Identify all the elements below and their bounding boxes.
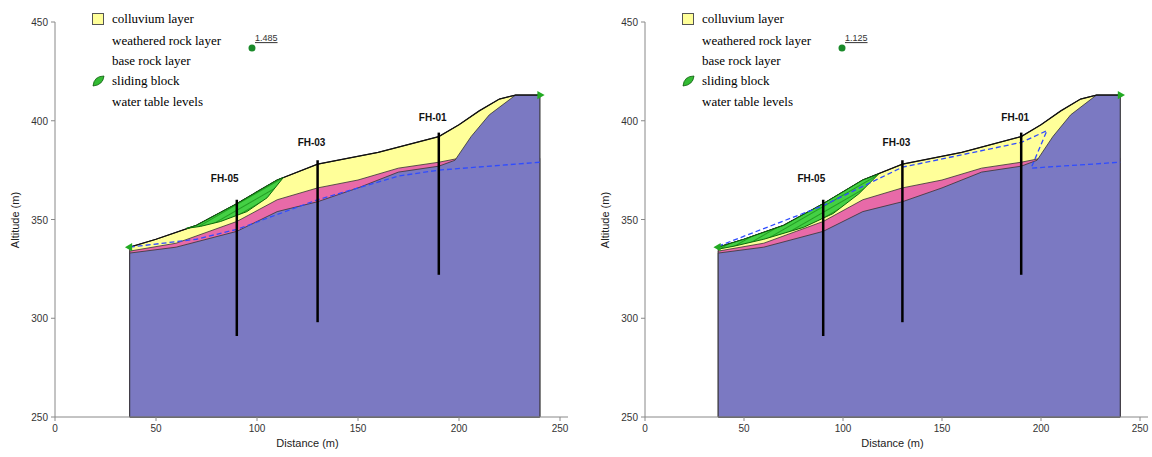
tick-label: 400 [31,115,48,126]
colluvium-layer [130,95,540,417]
end-marker [713,243,720,251]
tick-label: 250 [621,412,638,423]
tick-label: 200 [1033,423,1050,434]
borehole [438,133,441,275]
legend-label: colluvium layer [112,12,194,26]
tick [560,417,561,421]
x-axis [55,417,568,418]
legend-label: water table levels [112,95,203,109]
tick-label: 150 [350,423,367,434]
tick-label: 300 [31,313,48,324]
water-table [130,162,540,247]
tick-label: 0 [642,423,648,434]
tick [156,417,157,421]
tick-label: 100 [835,423,852,434]
tick [641,22,645,23]
tick-label: 400 [621,115,638,126]
borehole-label: FH-03 [883,137,911,148]
tick [51,318,55,319]
tick-label: 50 [150,423,161,434]
legend-label: base rock layer [112,54,191,68]
tick [51,22,55,23]
legend-label: colluvium layer [702,12,784,26]
tick [257,417,258,421]
leaf-symbol [93,76,104,86]
axis-title: Altitude (m) [9,192,21,248]
borehole-label: FH-03 [298,137,326,148]
tick-label: 100 [249,423,266,434]
tick-label: 300 [621,313,638,324]
tick [1041,417,1042,421]
tick-label: 250 [31,412,48,423]
legend-label: sliding block [702,74,770,88]
borehole-label: FH-01 [1001,112,1029,123]
tick [645,417,646,421]
tick-label: 350 [31,214,48,225]
tick [641,120,645,121]
legend-label: weathered rock layer [702,34,811,48]
base-rock-layer [718,95,1120,417]
axis-title: Altitude (m) [599,192,611,248]
legend-label: weathered rock layer [112,34,221,48]
end-marker [537,91,544,99]
safety-factor: 1.485 [255,34,278,44]
borehole-label: FH-01 [419,112,447,123]
borehole [236,200,239,336]
legend-label: water table levels [702,95,793,109]
tick-label: 150 [934,423,951,434]
section-panel [51,22,568,421]
ground-surface [130,95,540,247]
borehole-label: FH-05 [797,173,825,184]
tick-label: 0 [52,423,58,434]
tick [942,417,943,421]
tick [641,417,645,418]
tick [358,417,359,421]
borehole-label: FH-05 [211,173,239,184]
safety-factor: 1.125 [845,34,868,44]
base-rock-layer [130,95,540,417]
ground-surface [718,95,1120,247]
tick [843,417,844,421]
legend-swatch [92,13,104,25]
tick [51,417,55,418]
sliding-block [186,178,283,229]
borehole [316,160,319,322]
slip-centre [839,45,846,52]
legend-label: base rock layer [702,54,781,68]
slip-centre [249,45,256,52]
end-marker [125,243,132,251]
axis-title: Distance (m) [276,437,338,449]
tick-label: 200 [451,423,468,434]
tick-label: 250 [1132,423,1149,434]
tick [55,417,56,421]
water-table [718,131,1120,247]
tick [641,219,645,220]
borehole [1020,133,1023,275]
tick [1140,417,1141,421]
borehole [901,160,904,322]
x-axis [645,417,1148,418]
tick-label: 50 [738,423,749,434]
tick [459,417,460,421]
tick [51,120,55,121]
axis-title: Distance (m) [861,437,923,449]
borehole [822,200,825,336]
legend-label: sliding block [112,74,180,88]
tick-label: 250 [552,423,569,434]
tick [641,318,645,319]
tick-label: 450 [621,17,638,28]
section-panel [641,22,1148,421]
end-marker [1118,91,1125,99]
colluvium-layer [718,95,1120,417]
leaf-symbol [683,76,694,86]
tick-label: 450 [31,17,48,28]
tick-label: 350 [621,214,638,225]
legend-swatch [682,13,694,25]
sliding-block [718,174,878,249]
tick [51,219,55,220]
tick [744,417,745,421]
